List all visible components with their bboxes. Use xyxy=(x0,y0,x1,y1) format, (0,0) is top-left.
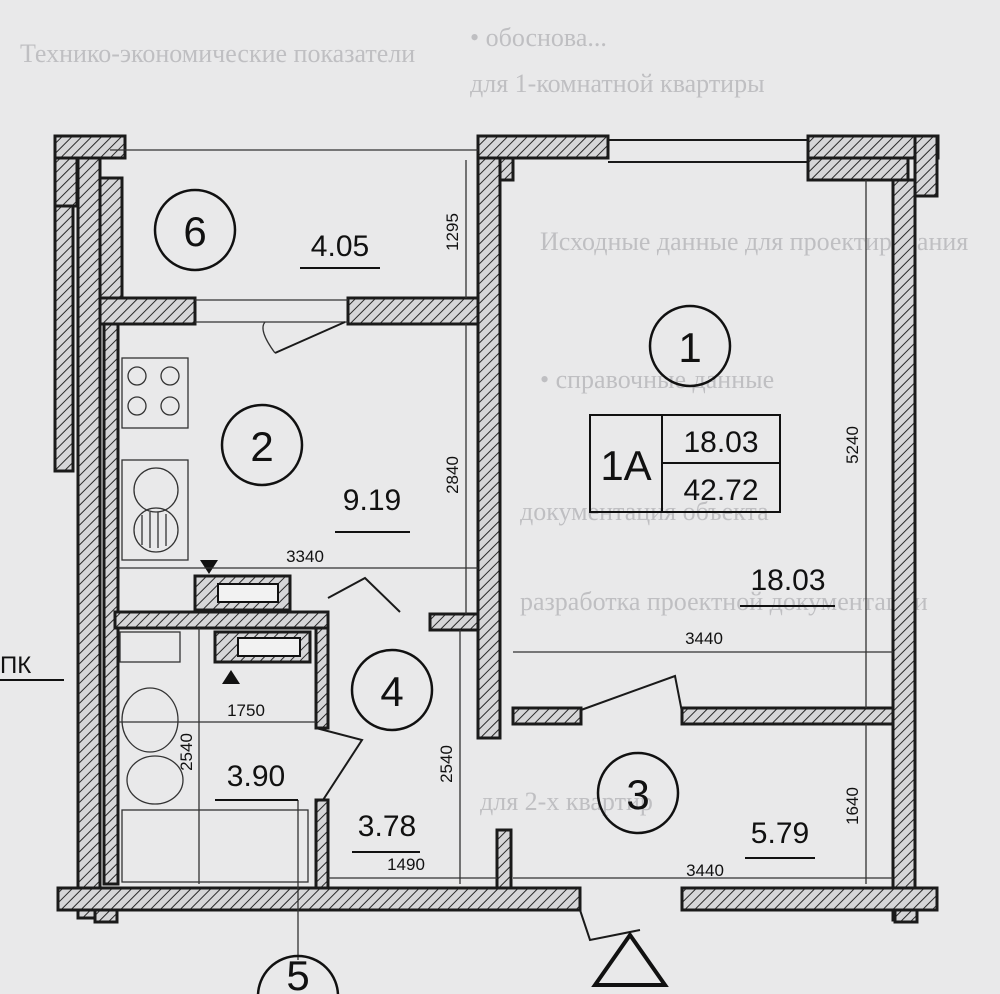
background-text: Технико-экономические показатели xyxy=(20,39,415,68)
dim-entry-depth: 1640 xyxy=(843,787,862,825)
room-markers: 6 1 2 4 3 5 xyxy=(153,188,732,994)
room-6-number: 6 xyxy=(183,208,206,255)
background-text: разработка проектной документации xyxy=(520,587,928,616)
background-text: для 2-х квартир xyxy=(480,787,653,816)
bathroom-area: 3.90 xyxy=(227,760,285,793)
room-6-area: 4.05 xyxy=(311,230,369,263)
dim-entry-width: 3440 xyxy=(686,861,724,880)
room-2-area: 9.19 xyxy=(343,484,401,517)
total-area: 42.72 xyxy=(683,474,758,507)
apartment-type: 1A xyxy=(600,442,651,489)
room-4-number: 4 xyxy=(380,668,403,715)
dim-hall-width: 1490 xyxy=(387,855,425,874)
dimension-lines xyxy=(110,149,893,960)
dim-room1-length: 5240 xyxy=(843,426,862,464)
room-4-area: 3.78 xyxy=(358,810,416,843)
room-1-number: 1 xyxy=(678,324,701,371)
dim-room1-width: 3440 xyxy=(685,629,723,648)
dim-bath-depth: 2540 xyxy=(177,733,196,771)
entrance-triangle xyxy=(591,931,669,987)
room-2-number: 2 xyxy=(250,423,273,470)
room-5-number: 5 xyxy=(286,952,309,994)
background-text: • обоснова... xyxy=(470,23,607,52)
side-label: ПК xyxy=(0,652,31,679)
dimension-labels: 1295 2840 3340 5240 3440 1750 2540 2540 … xyxy=(177,213,862,880)
room-3-area: 5.79 xyxy=(751,817,809,850)
background-text: для 1-комнатной квартиры xyxy=(470,69,765,98)
room-3-number: 3 xyxy=(626,771,649,818)
doors xyxy=(195,299,683,987)
fixtures xyxy=(119,357,309,883)
dim-kitchen-width: 3340 xyxy=(286,547,324,566)
dim-hall-depth: 2540 xyxy=(437,745,456,783)
room-areas: 4.05 9.19 18.03 5.79 3.78 3.90 xyxy=(215,230,835,859)
dim-kitchen-depth: 2840 xyxy=(443,456,462,494)
room-1-area: 18.03 xyxy=(750,564,825,597)
dim-balcony-depth: 1295 xyxy=(443,213,462,251)
apartment-tag: 1A 18.03 42.72 xyxy=(589,414,781,513)
dim-bath-width: 1750 xyxy=(227,701,265,720)
walls xyxy=(53,134,940,924)
living-area: 18.03 xyxy=(683,426,758,459)
